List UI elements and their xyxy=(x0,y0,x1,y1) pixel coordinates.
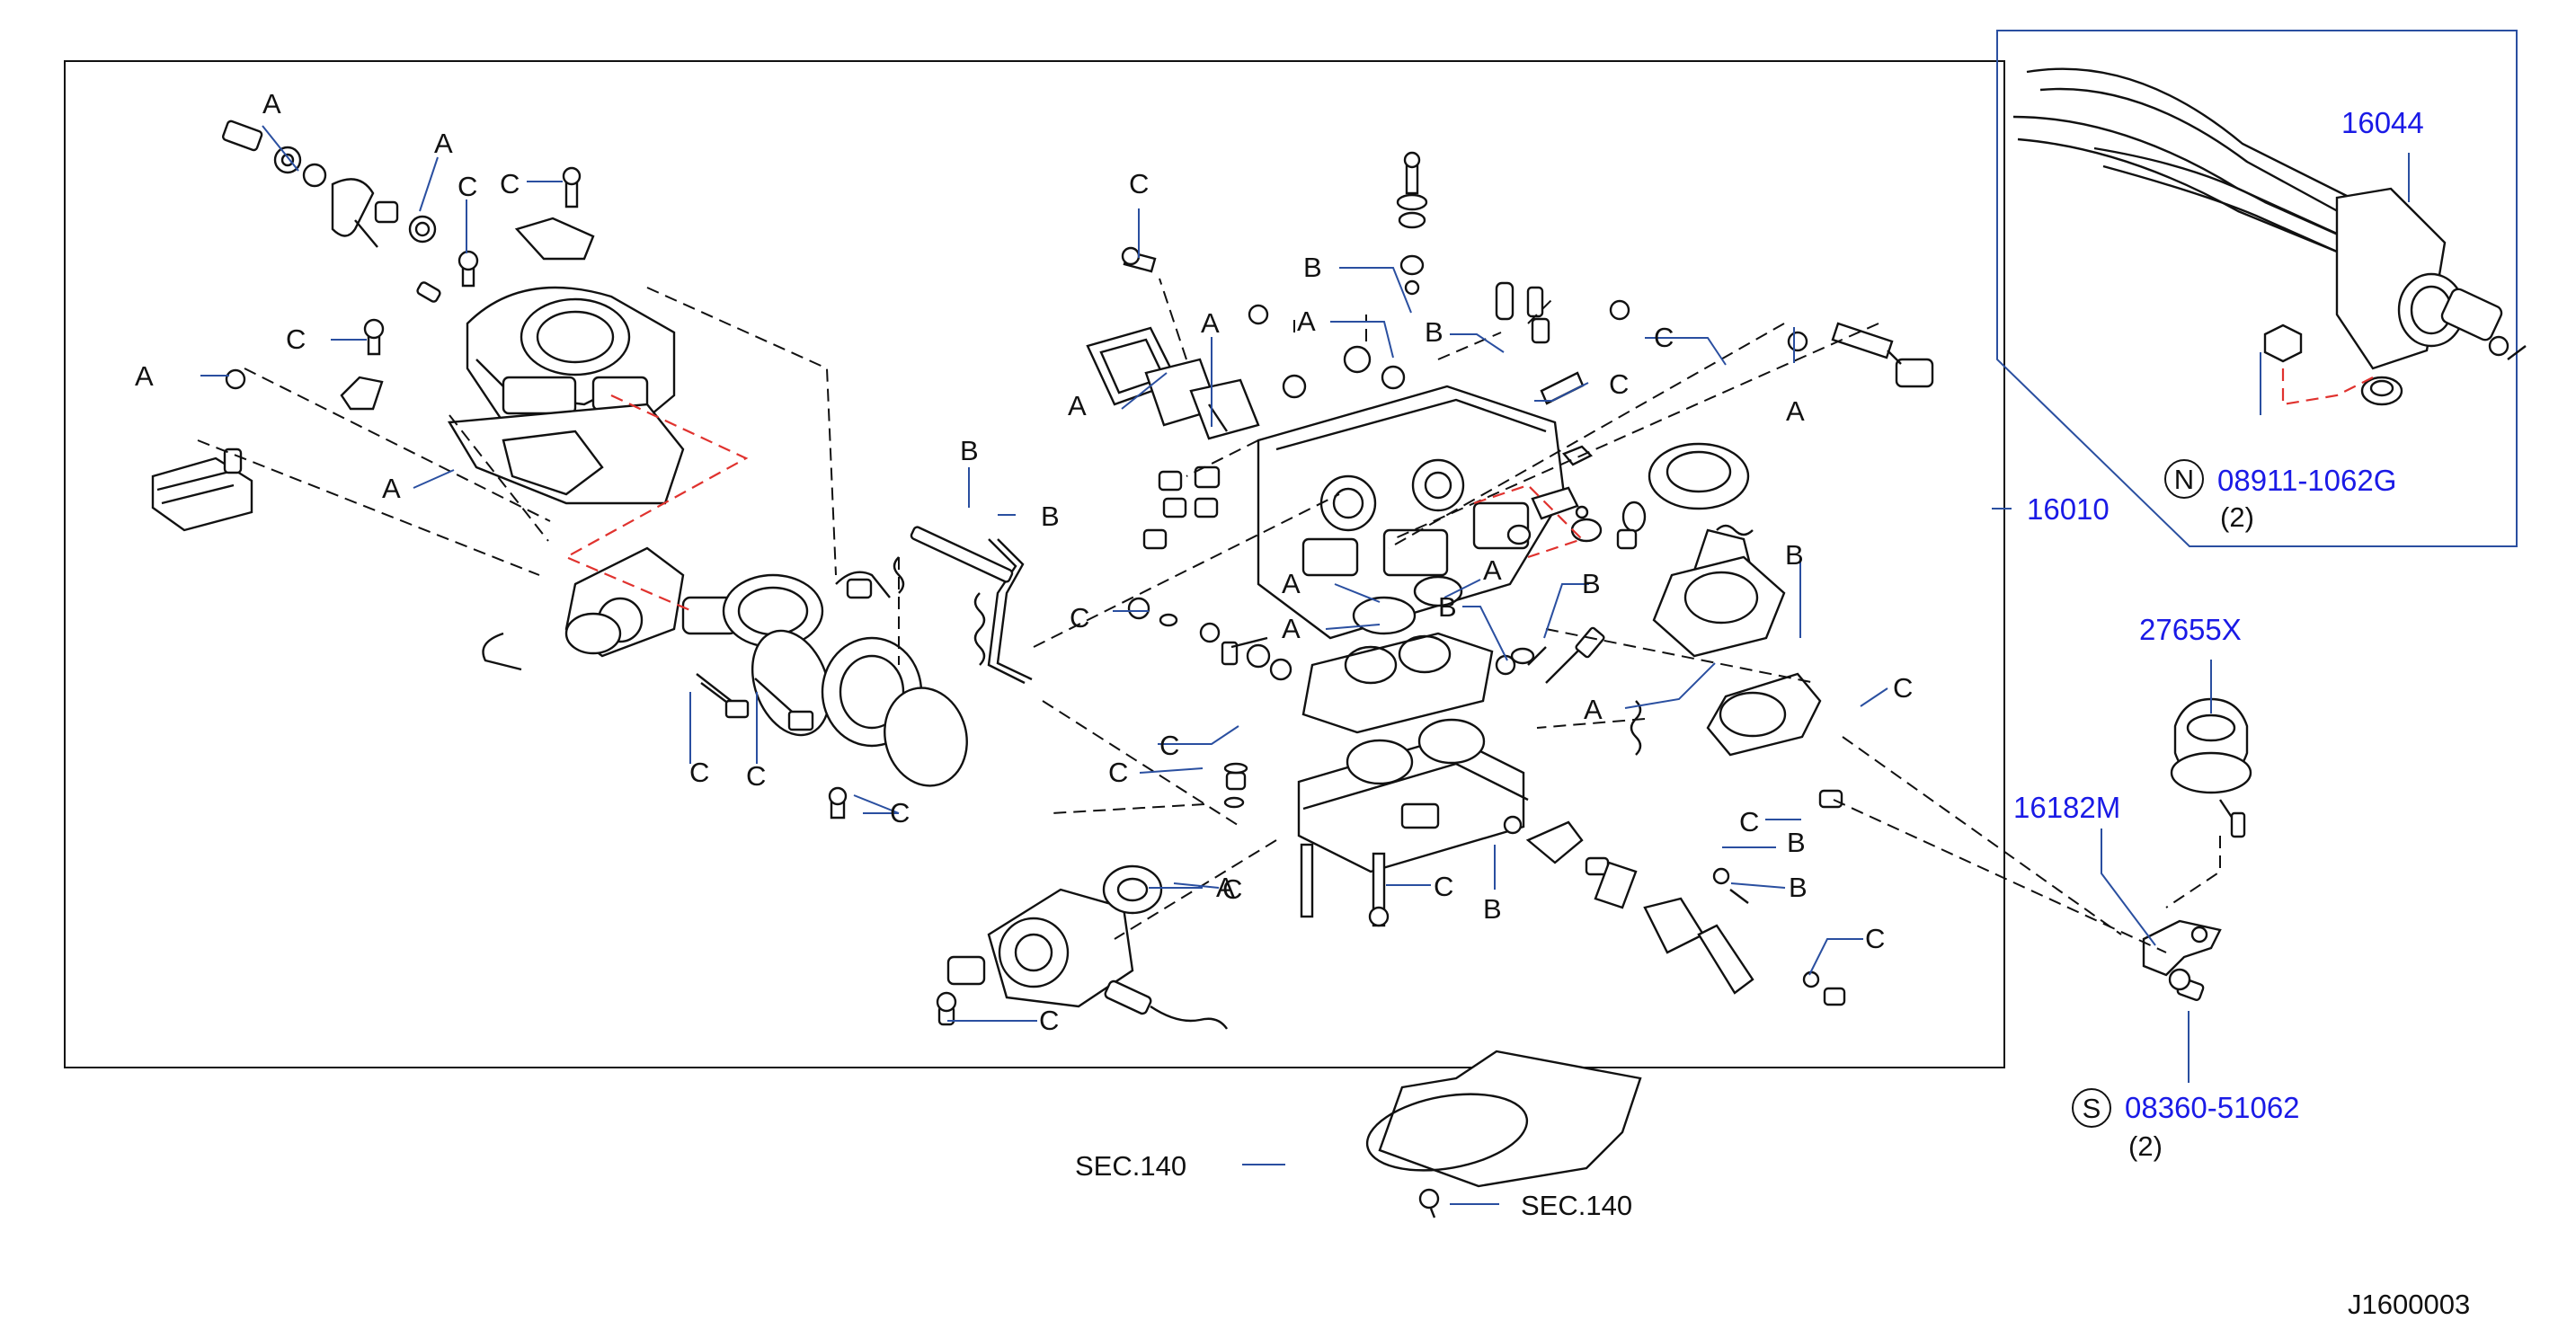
part-number-16182m[interactable]: 16182M xyxy=(2013,791,2120,824)
label-a-center-8: A xyxy=(1584,694,1603,725)
label-a-left-4: A xyxy=(382,473,401,504)
label-c-center-1: C xyxy=(1129,168,1149,199)
base-gasket xyxy=(1365,1050,1642,1218)
s-symbol: S xyxy=(2083,1093,2101,1124)
main-assembly-frame xyxy=(64,60,2005,1068)
label-c-left-4: C xyxy=(689,757,709,788)
s-symbol-circle xyxy=(2072,1088,2111,1128)
right-parts xyxy=(2142,697,2252,1001)
label-b-center-6: B xyxy=(1582,568,1601,599)
label-b-center-1: B xyxy=(1303,252,1322,283)
label-c-left-6: C xyxy=(890,797,910,828)
section-ref-140-stud[interactable]: SEC.140 xyxy=(1521,1190,1632,1221)
part-number-08911-1062g[interactable]: 08911-1062G xyxy=(2217,464,2396,497)
label-c-center-5: C xyxy=(1893,672,1913,704)
left-carburetor-group xyxy=(151,120,968,820)
label-b-center-10: B xyxy=(1789,872,1808,903)
label-c-center-3: C xyxy=(1609,368,1629,400)
label-c-center-10: C xyxy=(1865,923,1885,954)
assembly-dash-lines xyxy=(197,278,2221,953)
label-b-center-8: B xyxy=(1483,893,1502,925)
label-c-center-6: C xyxy=(1159,730,1179,761)
part-quantity-08911: (2) xyxy=(2220,501,2254,533)
label-b-center-7: B xyxy=(1785,539,1804,571)
label-a-center-5: A xyxy=(1282,568,1301,599)
label-a-left-3: A xyxy=(135,360,154,392)
label-b-center-2: B xyxy=(1425,316,1443,348)
n-symbol: N xyxy=(2174,464,2194,495)
inset-frame xyxy=(1996,30,2518,547)
label-a-center-9: A xyxy=(1216,872,1235,903)
center-carburetor-group xyxy=(893,151,1934,1030)
label-c-center-9: C xyxy=(1739,806,1759,837)
label-a-center-4: A xyxy=(1786,395,1805,427)
section-ref-140-gasket[interactable]: SEC.140 xyxy=(1075,1150,1186,1182)
part-number-27655x[interactable]: 27655X xyxy=(2139,613,2242,646)
label-a-center-3: A xyxy=(1068,390,1087,421)
leader-lines xyxy=(200,125,2410,1205)
n-symbol-circle xyxy=(2164,459,2204,499)
label-c-left-3: C xyxy=(286,323,306,355)
label-b-center-4: B xyxy=(1041,501,1060,532)
part-quantity-08360: (2) xyxy=(2128,1130,2163,1162)
label-a-center-7: A xyxy=(1483,554,1502,586)
label-a-center-1: A xyxy=(1297,306,1316,337)
label-c-center-7: C xyxy=(1108,757,1128,788)
label-c-center-4: C xyxy=(1070,602,1089,634)
label-c-left-1: C xyxy=(457,171,477,202)
label-a-top-left: A xyxy=(262,88,281,120)
label-c-left-2: C xyxy=(500,168,520,199)
label-a-left-2: A xyxy=(434,128,453,159)
label-c-center-2: C xyxy=(1654,322,1674,353)
part-number-08360-51062[interactable]: 08360-51062 xyxy=(2125,1091,2300,1124)
label-c-center-11: C xyxy=(1039,1005,1059,1036)
label-a-center-6: A xyxy=(1282,613,1301,644)
diagram-id: J1600003 xyxy=(2348,1289,2470,1320)
red-dash-lines xyxy=(564,368,2374,613)
label-a-center-2: A xyxy=(1201,307,1220,339)
label-c-left-5: C xyxy=(746,760,766,792)
label-c-center-12: C xyxy=(1222,873,1242,905)
label-c-center-8: C xyxy=(1434,871,1453,902)
label-b-center-5: B xyxy=(1438,591,1457,623)
label-b-center-9: B xyxy=(1787,827,1806,858)
part-number-16044[interactable]: 16044 xyxy=(2341,106,2424,139)
inset-harness xyxy=(2012,67,2527,406)
label-b-center-3: B xyxy=(960,435,979,466)
part-number-16010[interactable]: 16010 xyxy=(2027,492,2110,526)
